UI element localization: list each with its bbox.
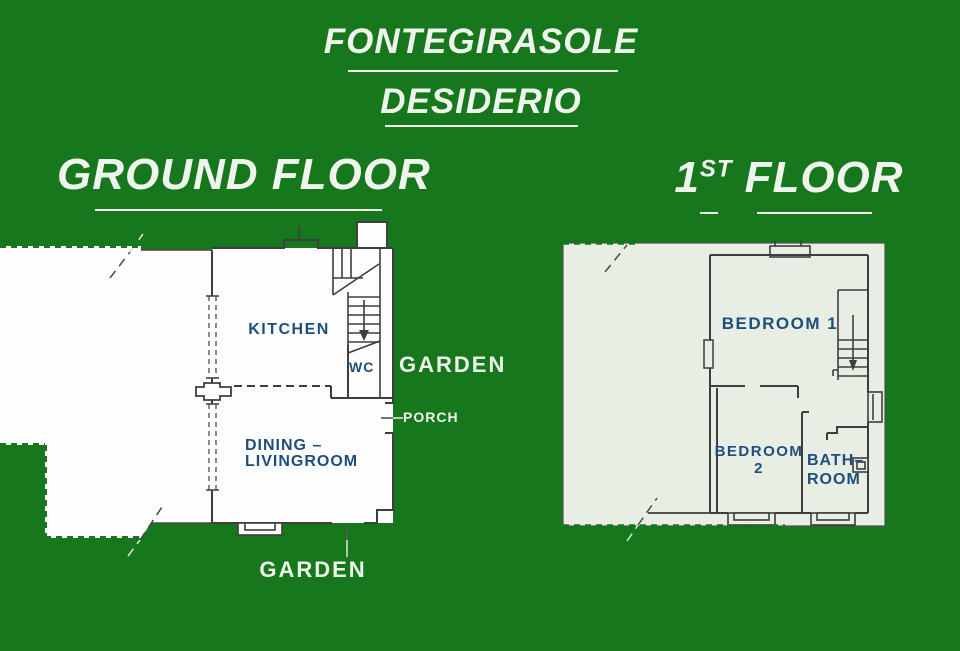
first-floor-number: 1 (674, 153, 700, 202)
staircase-first (832, 289, 868, 380)
dining-line1: DINING – (245, 437, 323, 454)
first-sheet (562, 242, 886, 527)
first-floor-ordinal: ST (699, 155, 733, 183)
ground-torn-edges (0, 244, 141, 540)
chimney-first (769, 241, 811, 258)
bedroom2-line2: 2 (754, 460, 764, 477)
bedroom2-line1: BEDROOM (714, 443, 804, 460)
first-bottom-windows (727, 512, 856, 526)
garden-bottom-label: GARDEN (259, 557, 367, 582)
title-underline-2 (385, 125, 578, 127)
garden-right-label: GARDEN (399, 352, 507, 377)
ground-floor-underline (95, 209, 382, 211)
first-floor-word: FLOOR (744, 153, 904, 202)
ground-floor-heading: GROUND FLOOR (57, 150, 431, 199)
first-right-window (867, 391, 883, 423)
ground-terrace-area (0, 246, 212, 538)
bathroom-window (852, 457, 869, 473)
ground-break-marks (109, 233, 163, 557)
ground-floor-plan (0, 221, 403, 557)
first-torn-edges (563, 241, 785, 528)
first-floor-heading: 1ST FLOOR (664, 153, 914, 203)
kitchen-label: KITCHEN (248, 321, 330, 338)
staircase-ground (332, 248, 381, 398)
bedroom2-label: BEDROOM 2 (700, 443, 818, 477)
stair-arrow-head-first (849, 360, 857, 371)
first-floor-plan (562, 241, 886, 542)
property-title-line2: DESIDERIO (380, 82, 582, 121)
bathroom-line1: BATH– (807, 452, 865, 469)
porch-label: PORCH (403, 409, 459, 425)
wc-bottom-wall (330, 386, 393, 399)
stair-arrow-head (359, 330, 369, 341)
first-break-marks (604, 244, 658, 542)
title-underline-1 (348, 70, 618, 72)
ground-window-bump (237, 522, 283, 536)
wc-label: WC (349, 359, 375, 375)
chimney-ground (356, 221, 388, 249)
first-floor-underline-a (700, 212, 718, 214)
bathroom-label: BATH– ROOM (807, 451, 864, 489)
first-floor-underline-b (757, 212, 872, 214)
dining-line2: LIVINGROOM (245, 453, 359, 470)
terrace-edge-lines (141, 249, 212, 524)
bedroom1-label: BEDROOM 1 (721, 314, 839, 333)
ground-window-lines (208, 296, 217, 490)
bathroom-line2: ROOM (807, 471, 861, 488)
dining-livingroom-label: DINING – LIVINGROOM (245, 438, 358, 470)
first-walls (703, 254, 869, 514)
property-title-line1: FONTEGIRASOLE (323, 22, 639, 61)
wall-junction-cross (195, 382, 232, 401)
